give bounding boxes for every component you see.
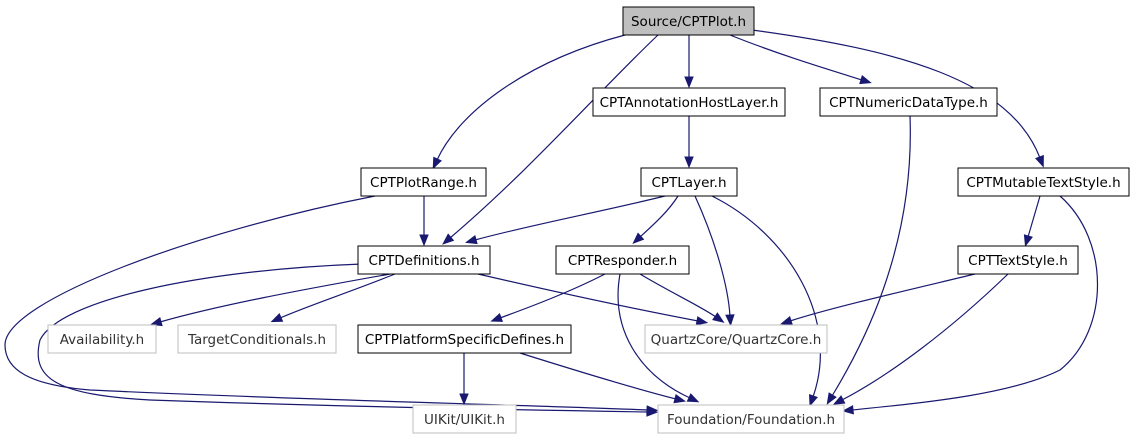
svg-text:CPTPlotRange.h: CPTPlotRange.h xyxy=(370,175,477,191)
arrowhead-textstyle-to-quartzcore xyxy=(780,316,793,326)
svg-text:Foundation/Foundation.h: Foundation/Foundation.h xyxy=(667,412,835,428)
arrowhead-mutabletextstyle-to-foundation xyxy=(841,405,854,415)
node-availability[interactable]: Availability.h xyxy=(47,324,157,354)
arrowhead-numericdatatype-to-foundation xyxy=(826,392,837,405)
node-responder[interactable]: CPTResponder.h xyxy=(555,245,690,275)
edge-cptplot-to-definitions xyxy=(449,34,659,239)
edge-numericdatatype-to-foundation xyxy=(831,115,911,397)
node-cptplot[interactable]: Source/CPTPlot.h xyxy=(622,6,755,36)
arrowhead-layer-to-quartzcore xyxy=(725,314,735,327)
arrowhead-responder-to-quartzcore xyxy=(712,312,725,323)
arrowhead-cptplot-to-plotrange xyxy=(432,156,442,170)
arrowhead-definitions-to-foundation xyxy=(646,407,659,417)
node-platformspecific[interactable]: CPTPlatformSpecificDefines.h xyxy=(357,324,572,354)
node-definitions[interactable]: CPTDefinitions.h xyxy=(357,245,491,275)
node-textstyle[interactable]: CPTTextStyle.h xyxy=(957,245,1079,275)
arrowhead-cptplot-to-annotationhost xyxy=(684,76,694,89)
edge-definitions-to-quartzcore xyxy=(477,273,699,322)
arrowhead-platformspecific-to-uikit xyxy=(459,393,469,406)
arrowhead-definitions-to-availability xyxy=(150,317,163,327)
svg-text:CPTDefinitions.h: CPTDefinitions.h xyxy=(368,253,479,269)
arrowhead-layer-to-foundation xyxy=(809,394,818,407)
edge-responder-to-quartzcore xyxy=(639,273,717,318)
edge-responder-to-foundation xyxy=(617,273,691,399)
edge-layer-to-responder xyxy=(639,195,679,238)
edge-layer-to-quartzcore xyxy=(694,195,731,317)
arrowhead-cptplot-to-definitions xyxy=(442,233,455,245)
arrowhead-textstyle-to-foundation xyxy=(832,395,846,405)
arrowhead-layer-to-responder xyxy=(632,232,645,244)
arrowhead-mutabletextstyle-to-textstyle xyxy=(1023,234,1033,247)
node-plotrange[interactable]: CPTPlotRange.h xyxy=(360,167,487,197)
node-targetconditionals[interactable]: TargetConditionals.h xyxy=(177,324,337,354)
arrowhead-layer-to-definitions xyxy=(465,235,478,245)
edge-textstyle-to-quartzcore xyxy=(789,273,976,322)
arrowhead-cptplot-to-mutabletextstyle xyxy=(1035,154,1044,168)
node-quartzcore[interactable]: QuartzCore/QuartzCore.h xyxy=(644,324,828,354)
graph-nodes: Source/CPTPlot.h CPTAnnotationHostLayer.… xyxy=(47,6,1130,434)
edge-textstyle-to-foundation xyxy=(841,273,1009,401)
node-mutabletextstyle[interactable]: CPTMutableTextStyle.h xyxy=(957,167,1130,197)
svg-text:CPTLayer.h: CPTLayer.h xyxy=(651,175,726,191)
svg-text:CPTResponder.h: CPTResponder.h xyxy=(568,253,677,269)
edge-cptplot-to-numericdatatype xyxy=(729,34,863,81)
edge-platformspecific-to-foundation xyxy=(519,352,677,400)
arrowhead-annotationhost-to-layer xyxy=(684,156,694,169)
edge-cptplot-to-plotrange xyxy=(436,34,626,161)
svg-text:CPTMutableTextStyle.h: CPTMutableTextStyle.h xyxy=(966,175,1120,191)
svg-text:QuartzCore/QuartzCore.h: QuartzCore/QuartzCore.h xyxy=(651,332,822,348)
arrowhead-responder-to-foundation xyxy=(686,393,700,403)
svg-text:Source/CPTPlot.h: Source/CPTPlot.h xyxy=(631,14,746,30)
edge-mutabletextstyle-to-foundation xyxy=(851,195,1098,411)
node-annotationhost[interactable]: CPTAnnotationHostLayer.h xyxy=(592,87,786,117)
arrowhead-cptplot-to-numericdatatype xyxy=(859,75,872,85)
svg-text:CPTPlatformSpecificDefines.h: CPTPlatformSpecificDefines.h xyxy=(365,332,564,348)
arrowhead-definitions-to-targetconditionals xyxy=(270,313,284,323)
graph-edges xyxy=(4,29,1098,417)
svg-text:CPTAnnotationHostLayer.h: CPTAnnotationHostLayer.h xyxy=(600,95,779,111)
edge-responder-to-platformspecific xyxy=(499,273,606,319)
edge-mutabletextstyle-to-textstyle xyxy=(1027,195,1041,238)
arrowhead-definitions-to-quartzcore xyxy=(695,316,709,326)
edge-cptplot-to-mutabletextstyle xyxy=(751,29,1041,159)
svg-text:Availability.h: Availability.h xyxy=(60,332,145,348)
svg-text:UIKit/UIKit.h: UIKit/UIKit.h xyxy=(424,412,505,428)
arrowhead-responder-to-platformspecific xyxy=(490,313,504,322)
node-uikit[interactable]: UIKit/UIKit.h xyxy=(412,404,517,434)
edge-layer-to-definitions xyxy=(474,195,666,241)
edge-plotrange-to-foundation xyxy=(4,195,649,411)
edge-layer-to-foundation xyxy=(711,195,821,398)
edge-definitions-to-targetconditionals xyxy=(279,273,396,319)
svg-text:CPTNumericDataType.h: CPTNumericDataType.h xyxy=(829,95,988,111)
svg-text:TargetConditionals.h: TargetConditionals.h xyxy=(187,332,326,348)
node-foundation[interactable]: Foundation/Foundation.h xyxy=(657,404,845,434)
edge-definitions-to-availability xyxy=(159,273,391,323)
arrowhead-plotrange-to-definitions xyxy=(419,234,429,247)
arrowhead-platformspecific-to-foundation xyxy=(673,394,687,404)
node-numericdatatype[interactable]: CPTNumericDataType.h xyxy=(819,87,998,117)
svg-text:CPTTextStyle.h: CPTTextStyle.h xyxy=(968,253,1068,269)
node-layer[interactable]: CPTLayer.h xyxy=(640,167,738,197)
